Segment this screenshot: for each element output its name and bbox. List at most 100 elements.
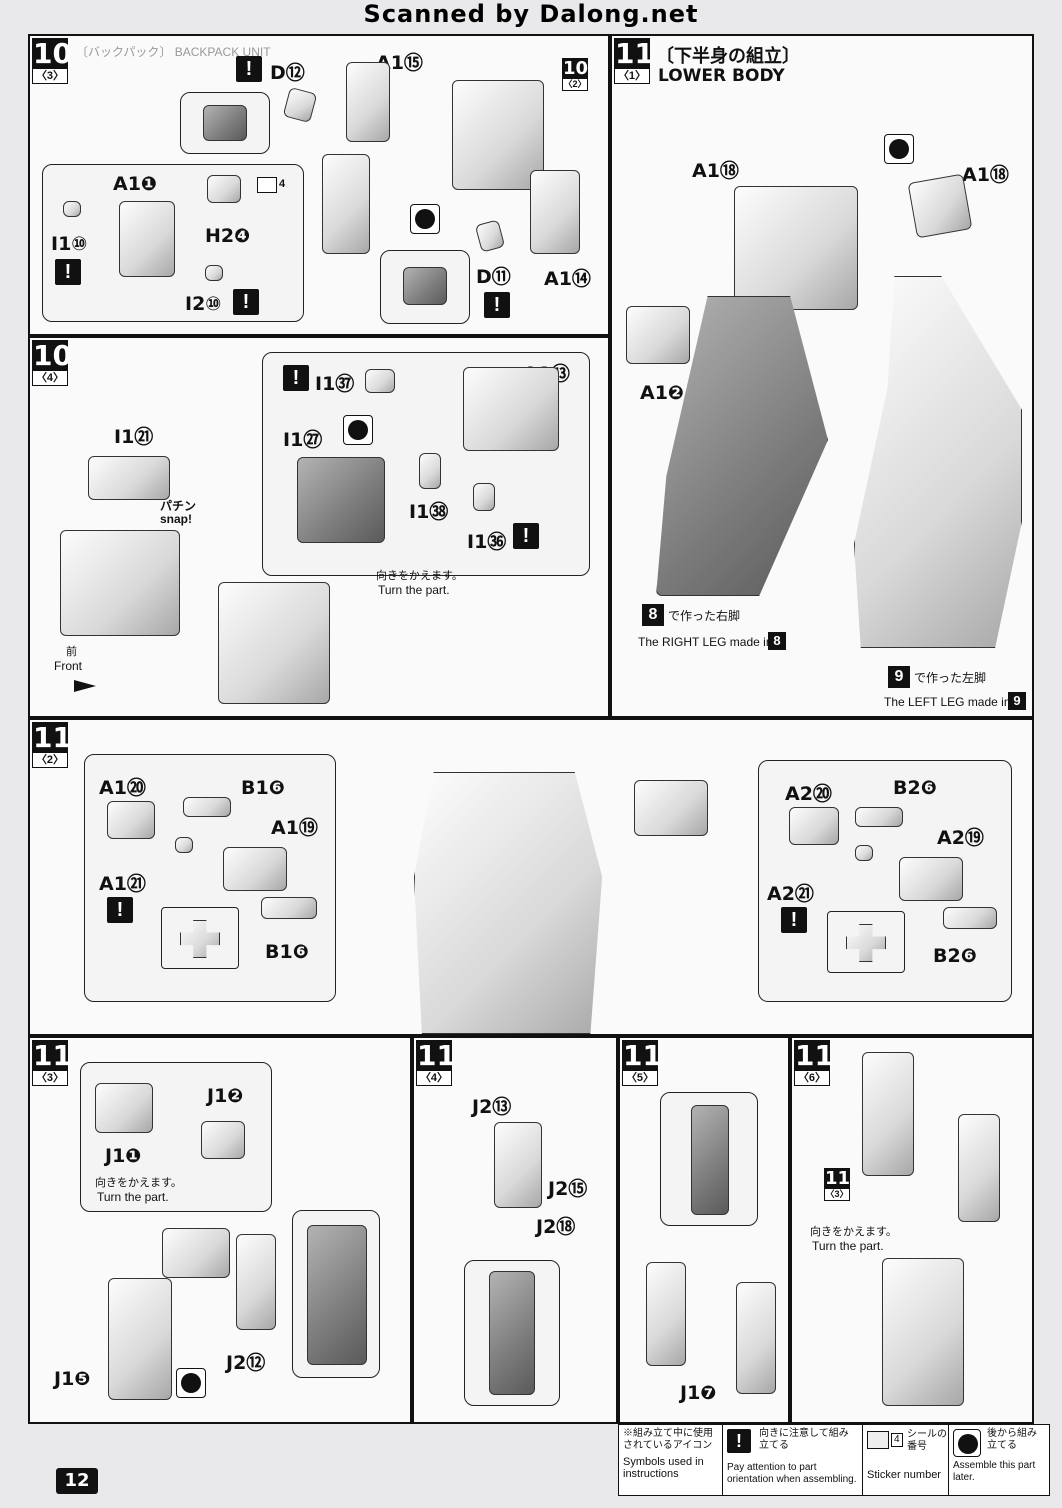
step-sub-number: 〈6〉 bbox=[797, 1072, 827, 1084]
assemble-later-icon bbox=[176, 1368, 206, 1398]
callout-sub-number: 〈2〉 bbox=[563, 79, 587, 89]
front-label-en: Front bbox=[54, 659, 83, 673]
legend-symbols-cell: ※組み立て中に使用されているアイコン Symbols used in instr… bbox=[619, 1425, 723, 1495]
part-a118-cap bbox=[907, 173, 973, 239]
detail-inset-j2-frame bbox=[464, 1260, 560, 1406]
part-backpack-core bbox=[452, 80, 544, 190]
detail-inset-pin bbox=[827, 911, 905, 973]
callout-step-ref: 10 〈2〉 bbox=[562, 58, 588, 91]
step-sub-number: 〈3〉 bbox=[35, 1072, 65, 1084]
step-main-number: 11 bbox=[417, 1039, 456, 1072]
part-lower-leg-assembled bbox=[882, 1258, 964, 1406]
step-main-number: 11 bbox=[795, 1039, 834, 1072]
legend-sticker-jp: シールの番号 bbox=[907, 1429, 947, 1452]
part-knee-joint bbox=[646, 1262, 686, 1366]
step-number: 11 〈5〉 bbox=[622, 1040, 662, 1086]
left-leg-en: The LEFT LEG made in bbox=[884, 695, 1011, 709]
warning-icon: ! bbox=[233, 289, 259, 315]
snap-text: パチン snap! bbox=[160, 499, 197, 526]
part-i121 bbox=[88, 456, 170, 500]
detail-inset-backplate: ! I1㊲ A1⑬ I1㉗ I1㊳ I1㊱ ! bbox=[262, 352, 590, 576]
sticker-icon bbox=[257, 177, 277, 193]
label-i138: I1㊳ bbox=[409, 501, 449, 523]
part-j17 bbox=[736, 1282, 776, 1394]
step-main-number: 10 bbox=[33, 37, 72, 70]
callout-step-ref: 11 〈3〉 bbox=[824, 1168, 850, 1201]
part-side-panel bbox=[322, 154, 370, 254]
part-left-leg bbox=[854, 276, 1022, 648]
turn-note-en: Turn the part. bbox=[97, 1190, 169, 1204]
part-pin bbox=[175, 837, 193, 853]
label-j12: J1❷ bbox=[207, 1085, 244, 1107]
label-i127: I1㉗ bbox=[283, 429, 323, 451]
label-j17: J1❼ bbox=[680, 1382, 717, 1404]
part-j212 bbox=[236, 1234, 276, 1330]
step-number: 10 〈3〉 bbox=[32, 37, 72, 84]
part-pin-closeup bbox=[180, 920, 220, 958]
label-b16-bottom: B1❻ bbox=[265, 941, 309, 963]
part-j2-frame-closeup bbox=[489, 1271, 535, 1395]
part-i138 bbox=[419, 453, 441, 489]
step-sub-number: 〈2〉 bbox=[35, 754, 65, 766]
assemble-later-icon bbox=[343, 415, 373, 445]
part-b16-bottom bbox=[261, 897, 317, 919]
step-11-4-panel: 11 〈4〉 J2⑬ J2⑮ J2⑱ bbox=[412, 1036, 618, 1424]
turn-note-en: Turn the part. bbox=[378, 583, 450, 597]
legend-symbols-en: Symbols used in instructions bbox=[623, 1456, 704, 1480]
part-j2-frame bbox=[494, 1122, 542, 1208]
assemble-later-icon bbox=[410, 204, 440, 234]
front-arrow-icon bbox=[74, 680, 96, 692]
part-d12-closeup bbox=[203, 105, 247, 141]
step-main-number: 11 bbox=[33, 721, 72, 754]
step-main-number: 11 bbox=[615, 37, 654, 70]
watermark: Scanned by Dalong.net bbox=[363, 0, 699, 28]
label-b26-top: B2❻ bbox=[893, 777, 937, 799]
label-j213: J2⑬ bbox=[472, 1096, 512, 1118]
part-b26-bottom bbox=[943, 907, 997, 929]
label-i137: I1㊲ bbox=[315, 373, 355, 395]
part-i127 bbox=[297, 457, 385, 543]
legend-attention-en: Pay attention to part orientation when a… bbox=[727, 1462, 857, 1485]
detail-inset-d12 bbox=[180, 92, 270, 154]
step-number: 11 〈3〉 bbox=[32, 1039, 72, 1086]
step-11-3-panel: 11 〈3〉 J1❷ J1❶ 向きをかえます。 Turn the part. J… bbox=[28, 1036, 412, 1424]
part-d12 bbox=[282, 86, 318, 124]
legend-later-cell: 後から組み立てる Assemble this part later. bbox=[949, 1425, 1049, 1495]
right-leg-en: The RIGHT LEG made in bbox=[638, 635, 773, 649]
detail-inset-pin bbox=[161, 907, 239, 969]
sticker-number: 4 bbox=[279, 178, 286, 190]
symbol-legend: ※組み立て中に使用されているアイコン Symbols used in instr… bbox=[618, 1424, 1050, 1496]
step-11-1-panel: 11 〈1〉 〔下半身の組立〕 LOWER BODY A1⑱ A1⑱ A1❷ 8… bbox=[610, 34, 1034, 718]
part-b26-top bbox=[855, 807, 903, 827]
label-h24: H2❹ bbox=[205, 225, 251, 247]
warning-icon: ! bbox=[727, 1429, 751, 1453]
label-j15: J1❺ bbox=[54, 1368, 91, 1390]
part-shin-armor bbox=[958, 1114, 1000, 1222]
step-sub-number: 〈3〉 bbox=[35, 70, 65, 82]
step-number: 11 〈4〉 bbox=[416, 1039, 456, 1086]
warning-icon: ! bbox=[236, 56, 262, 82]
front-label-jp: 前 bbox=[66, 646, 77, 658]
step-number: 11 〈2〉 bbox=[32, 721, 72, 768]
part-a120 bbox=[107, 801, 155, 839]
label-a121: A1㉑ bbox=[99, 873, 146, 895]
label-i210: I2⑩ bbox=[185, 293, 222, 315]
step-ref-8-inline: 8 bbox=[768, 632, 786, 650]
part-h24-upper bbox=[207, 175, 241, 203]
step-main-number: 11 bbox=[33, 1039, 72, 1072]
part-lower-body-assembled bbox=[414, 772, 603, 1034]
part-i110-small bbox=[63, 201, 81, 217]
detail-inset-d11 bbox=[380, 250, 470, 324]
part-a12 bbox=[626, 306, 690, 364]
label-b16-top: B1❻ bbox=[241, 777, 285, 799]
label-a220: A2⑳ bbox=[785, 783, 832, 805]
callout-main-number: 11 bbox=[825, 1168, 851, 1189]
left-leg-jp: で作った左脚 bbox=[914, 671, 987, 685]
legend-symbols-jp: ※組み立て中に使用されているアイコン bbox=[623, 1428, 713, 1451]
step-sub-number: 〈5〉 bbox=[625, 1072, 655, 1084]
part-pin bbox=[855, 845, 873, 861]
part-j2-side bbox=[307, 1225, 367, 1365]
label-d11: D⑪ bbox=[476, 266, 511, 288]
part-j15 bbox=[108, 1278, 172, 1400]
part-i210-small bbox=[205, 265, 223, 281]
